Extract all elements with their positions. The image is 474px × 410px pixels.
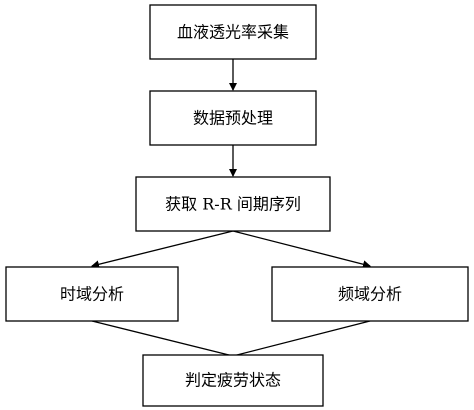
node-judge: 判定疲劳状态 [142,354,324,407]
node-time-label: 时域分析 [60,285,124,304]
node-collect-label: 血液透光率采集 [177,23,289,42]
node-rr-label: 获取 R-R 间期序列 [165,195,301,214]
node-preprocess-label: 数据预处理 [193,109,273,128]
node-freq: 频域分析 [271,266,469,322]
edge-rr-to-time [91,230,234,269]
node-time: 时域分析 [5,266,179,322]
node-collect: 血液透光率采集 [149,4,317,60]
node-preprocess: 数据预处理 [149,90,317,146]
edge-freq-to-judge [232,320,371,357]
node-judge-label: 判定疲劳状态 [185,371,281,390]
edge-rr-to-freq [232,230,371,269]
node-rr: 获取 R-R 间期序列 [135,176,331,232]
edge-time-to-judge [91,320,234,357]
node-freq-label: 频域分析 [338,285,402,304]
